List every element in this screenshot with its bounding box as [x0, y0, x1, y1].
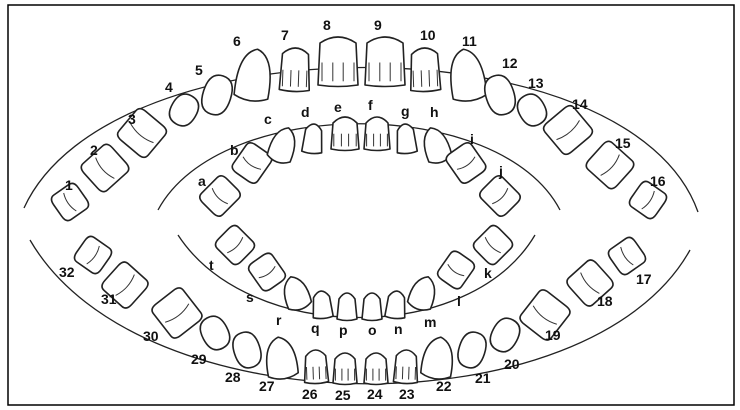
tooth-label-2: 2	[90, 142, 98, 158]
tooth-label-i: i	[470, 131, 474, 147]
tooth-l	[435, 249, 476, 291]
tooth-label-17: 17	[636, 271, 652, 287]
tooth-label-23: 23	[399, 386, 415, 402]
tooth-label-12: 12	[502, 55, 518, 71]
tooth-label-6: 6	[233, 33, 241, 49]
tooth-label-10: 10	[420, 27, 436, 43]
tooth-label-19: 19	[545, 327, 561, 343]
tooth-e	[331, 117, 359, 151]
tooth-f	[364, 117, 390, 151]
tooth-label-8: 8	[323, 17, 331, 33]
tooth-n	[385, 290, 407, 319]
tooth-label-j: j	[498, 163, 503, 179]
tooth-5	[198, 72, 237, 119]
tooth-label-14: 14	[572, 96, 588, 112]
tooth-28	[229, 329, 265, 371]
tooth-label-d: d	[301, 104, 310, 120]
tooth-21	[454, 329, 490, 371]
tooth-t	[213, 223, 257, 267]
tooth-3	[115, 106, 169, 160]
tooth-label-11: 11	[462, 33, 477, 49]
tooth-label-o: o	[368, 322, 377, 338]
tooth-o	[362, 293, 382, 321]
tooth-2	[79, 142, 131, 194]
tooth-label-t: t	[209, 257, 214, 273]
tooth-20	[486, 314, 525, 356]
tooth-label-p: p	[339, 322, 348, 338]
tooth-label-7: 7	[281, 27, 289, 43]
tooth-label-24: 24	[367, 386, 383, 402]
tooth-label-28: 28	[225, 369, 241, 385]
tooth-label-3: 3	[128, 111, 136, 127]
tooth-label-q: q	[311, 320, 320, 336]
tooth-8	[318, 37, 358, 87]
tooth-4	[165, 90, 204, 131]
tooth-label-31: 31	[101, 291, 117, 307]
tooth-j	[477, 173, 522, 218]
tooth-label-20: 20	[504, 356, 520, 372]
tooth-label-4: 4	[165, 79, 173, 95]
tooth-label-g: g	[401, 103, 410, 119]
tooth-k	[471, 223, 515, 267]
tooth-22	[420, 335, 456, 381]
tooth-label-9: 9	[374, 17, 382, 33]
tooth-label-b: b	[230, 142, 239, 158]
tooth-label-5: 5	[195, 62, 203, 78]
tooth-label-26: 26	[302, 386, 318, 402]
tooth-s	[246, 251, 287, 293]
tooth-label-m: m	[424, 314, 436, 330]
tooth-27	[263, 335, 299, 381]
tooth-label-a: a	[198, 173, 206, 189]
tooth-label-k: k	[484, 265, 492, 281]
tooth-label-1: 1	[65, 177, 73, 193]
tooth-label-e: e	[334, 99, 342, 115]
tooth-label-n: n	[394, 321, 403, 337]
tooth-label-22: 22	[436, 378, 452, 394]
tooth-32	[72, 234, 114, 276]
tooth-i	[444, 140, 488, 185]
tooth-label-r: r	[276, 312, 282, 328]
tooth-label-32: 32	[59, 264, 75, 280]
tooth-label-25: 25	[335, 387, 351, 403]
tooth-6	[233, 47, 274, 103]
tooth-label-27: 27	[259, 378, 275, 394]
tooth-label-21: 21	[475, 370, 491, 386]
tooth-label-29: 29	[191, 351, 207, 367]
tooth-label-l: l	[457, 293, 461, 309]
tooth-label-f: f	[368, 97, 373, 113]
tooth-label-13: 13	[528, 75, 544, 91]
tooth-label-30: 30	[143, 328, 159, 344]
tooth-9	[365, 37, 405, 87]
tooth-label-15: 15	[615, 135, 631, 151]
tooth-q	[311, 290, 333, 319]
tooth-7	[279, 47, 310, 92]
gum-lines	[24, 67, 698, 383]
tooth-25	[333, 353, 357, 385]
tooth-label-h: h	[430, 104, 439, 120]
tooth-26	[303, 350, 328, 384]
tooth-label-s: s	[246, 289, 254, 305]
tooth-label-16: 16	[650, 173, 666, 189]
tooth-24	[364, 353, 388, 385]
tooth-label-18: 18	[597, 293, 613, 309]
tooth-p	[337, 293, 357, 321]
tooth-label-c: c	[264, 111, 272, 127]
tooth-23	[393, 350, 418, 384]
tooth-10	[409, 47, 440, 92]
tooth-11	[446, 47, 487, 103]
